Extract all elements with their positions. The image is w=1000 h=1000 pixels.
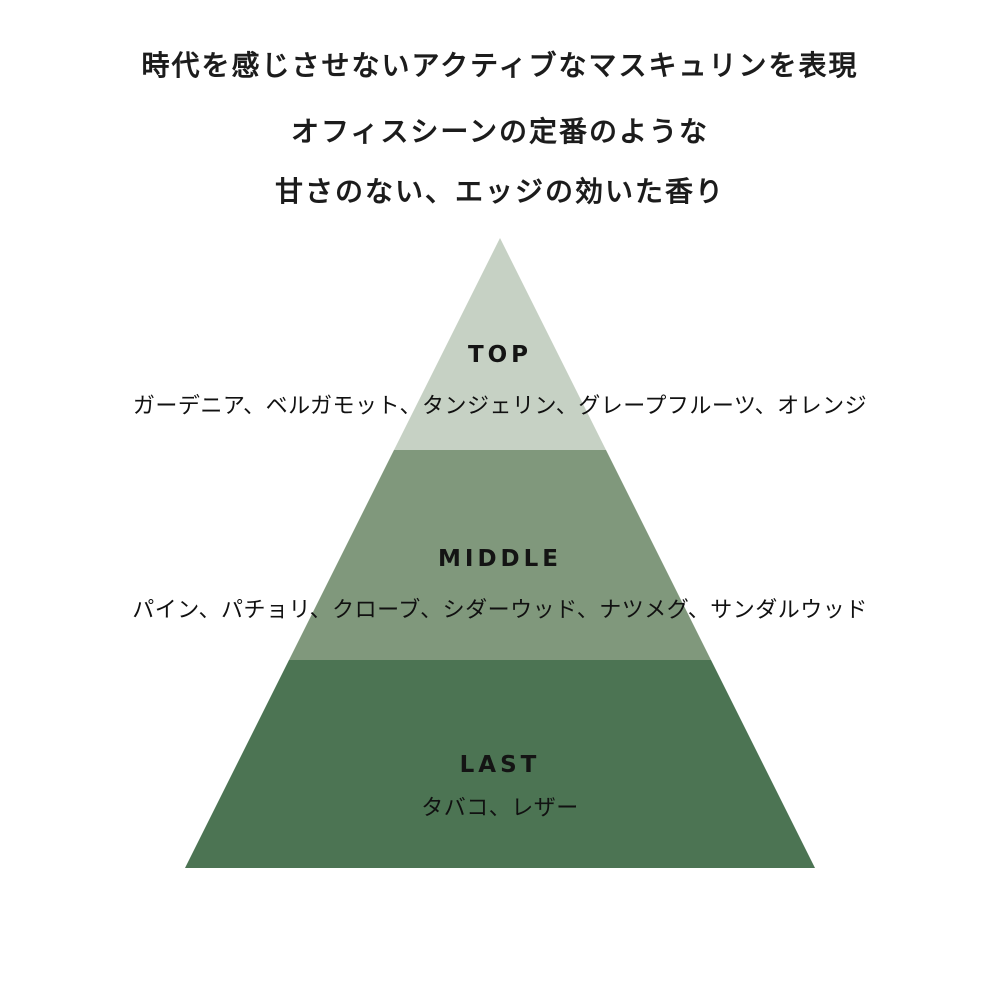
- pyramid-middle-section: [289, 450, 711, 660]
- top-level-label: TOP: [467, 342, 533, 368]
- last-level-label: LAST: [459, 752, 541, 778]
- last-level-notes: タバコ、レザー: [421, 796, 579, 821]
- pyramid-last-section: [185, 660, 815, 868]
- middle-level-notes: パイン、パチョリ、クローブ、シダーウッド、ナツメグ、サンダルウッド: [132, 598, 868, 623]
- middle-level-label: MIDDLE: [438, 546, 562, 572]
- top-level-notes: ガーデニア、ベルガモット、タンジェリン、グレープフルーツ、オレンジ: [132, 394, 868, 419]
- heading-line-1: 時代を感じさせないアクティブなマスキュリンを表現: [141, 49, 859, 82]
- heading-line-3: 甘さのない、エッジの効いた香り: [274, 175, 725, 208]
- heading-line-2: オフィスシーンの定番のような: [290, 115, 710, 148]
- pyramid-top-section: [394, 238, 606, 450]
